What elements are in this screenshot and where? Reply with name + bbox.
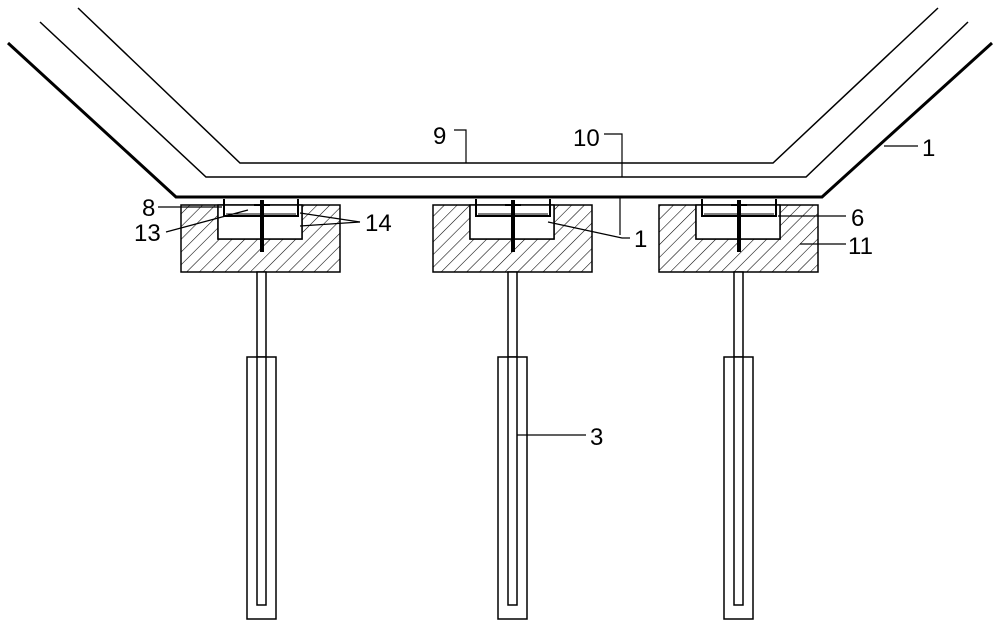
- pile-rod: [256, 271, 267, 358]
- inner-channel-line-upper: [77, 7, 939, 164]
- ref-label-10: 10: [573, 125, 600, 152]
- leader-lines: [158, 129, 918, 436]
- outer-profile-line: [6, 41, 994, 199]
- pile-sleeve-inner: [256, 357, 267, 606]
- inner-channel-line-lower: [39, 21, 969, 178]
- pile-sleeve-outer: [723, 356, 754, 620]
- ref-label-6: 6: [851, 205, 864, 232]
- ref-label-9: 9: [433, 123, 446, 150]
- ref-label-1-top: 1: [922, 135, 935, 162]
- ref-label-3: 3: [590, 424, 603, 451]
- pile-rod: [507, 271, 518, 358]
- pile-rod: [733, 271, 744, 358]
- leader-10: [604, 133, 623, 177]
- pile-sleeve-outer: [246, 356, 277, 620]
- leader-9: [454, 129, 467, 163]
- ref-label-11: 11: [848, 233, 873, 260]
- support-right: [658, 199, 819, 620]
- ref-label-13: 13: [134, 220, 161, 247]
- ref-label-14: 14: [365, 210, 392, 237]
- ref-label-8: 8: [142, 195, 155, 222]
- leader-14b: [299, 221, 361, 227]
- pile-sleeve-inner: [507, 357, 518, 606]
- ref-label-1-mid: 1: [634, 226, 647, 253]
- pile-sleeve-inner: [733, 357, 744, 606]
- support-left: [180, 199, 341, 620]
- pile-sleeve-outer: [497, 356, 528, 620]
- leader-13: [165, 209, 249, 233]
- leader-14a: [299, 212, 361, 223]
- leader-1-mid: [547, 221, 630, 239]
- support-middle: [432, 199, 593, 620]
